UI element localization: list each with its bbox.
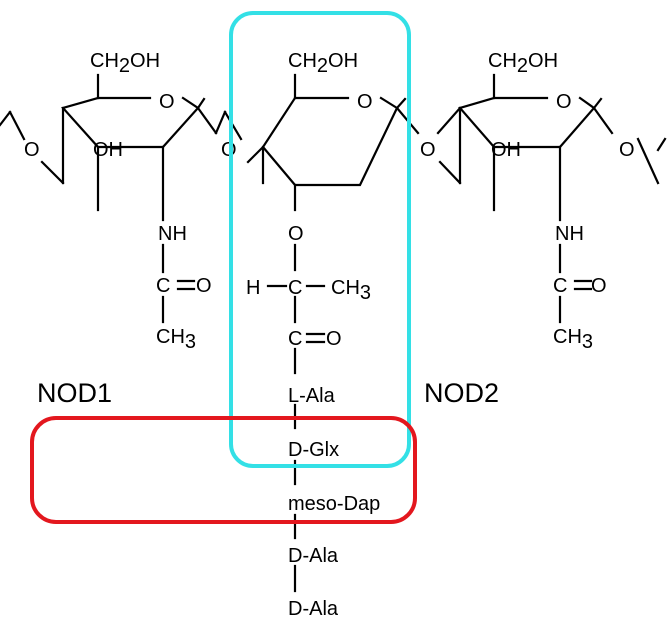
left-carbonyl-double-bond: [176, 279, 196, 291]
nod1-region-box: [30, 416, 417, 524]
lactyl-methyl: CH3: [331, 277, 371, 304]
left-carbonyl-oxygen: O: [196, 275, 212, 297]
left-substituent-bonds: [0, 73, 218, 324]
nod2-label: NOD2: [424, 378, 499, 408]
right-ring-oxygen: O: [556, 91, 572, 113]
right-hydroxyl: OH: [491, 139, 521, 161]
right-glycosidic-oxygen-left: O: [420, 139, 436, 161]
right-carbonyl-double-bond: [573, 279, 593, 291]
peptide-residue: D-Ala: [288, 545, 339, 567]
middle-ch2oh: CH2OH: [288, 50, 358, 77]
left-sugar: CH2OH O O OH NH C O CH3: [0, 50, 218, 353]
middle-sugar: CH2OH O O O H C CH3 C O: [214, 50, 420, 375]
left-methyl: CH3: [156, 326, 196, 353]
right-glycosidic-oxygen: O: [619, 139, 635, 161]
peptide-residue: meso-Dap: [288, 493, 380, 515]
left-hydroxyl: OH: [93, 139, 123, 161]
peptide-residue: D-Ala: [288, 598, 339, 620]
lactyl-carbon: C: [288, 277, 302, 299]
left-ring-oxygen: O: [159, 91, 175, 113]
lactyl-hydrogen: H: [246, 277, 260, 299]
lactyl-carbonyl-oxygen: O: [326, 328, 342, 350]
peptide-residue: D-Glx: [288, 439, 339, 461]
middle-ether-oxygen: O: [288, 223, 304, 245]
right-nh: NH: [555, 223, 584, 245]
right-carbonyl-oxygen: O: [591, 275, 607, 297]
lactyl-carbonyl-carbon: C: [288, 328, 302, 350]
left-carbonyl-carbon: C: [156, 275, 170, 297]
nod1-label: NOD1: [37, 378, 112, 408]
left-ch2oh: CH2OH: [90, 50, 160, 77]
left-glycosidic-oxygen: O: [24, 139, 40, 161]
peptide-stem: L-Ala D-Glx meso-Dap D-Ala D-Ala: [288, 385, 380, 620]
left-nh: NH: [158, 223, 187, 245]
middle-glycosidic-oxygen: O: [221, 139, 237, 161]
middle-substituent-bonds: [214, 73, 420, 375]
right-ch2oh: CH2OH: [488, 50, 558, 77]
right-carbonyl-carbon: C: [553, 275, 567, 297]
right-ring-bonds: [458, 96, 596, 149]
middle-ring-oxygen: O: [357, 91, 373, 113]
middle-carbonyl-double-bond: [305, 332, 326, 344]
nod2-region-box: [229, 11, 411, 468]
left-ring-bonds: [61, 96, 200, 149]
peptide-residue: L-Ala: [288, 385, 336, 407]
right-methyl: CH3: [553, 326, 593, 353]
middle-ring-bonds: [261, 96, 399, 187]
right-sugar: CH2OH O O O OH NH C O CH3: [420, 50, 667, 353]
right-substituent-bonds: [436, 73, 667, 324]
